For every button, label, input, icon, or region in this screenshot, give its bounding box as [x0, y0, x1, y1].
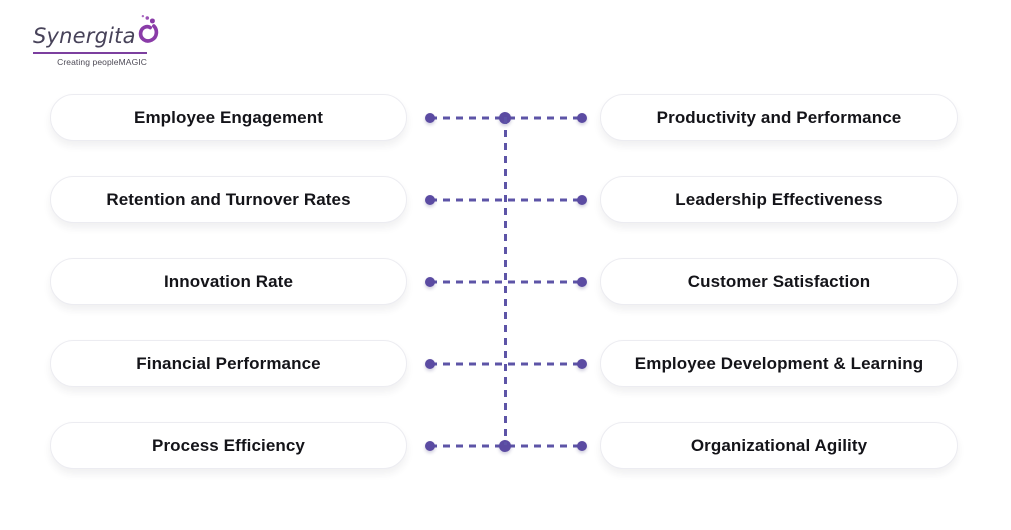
kpi-box-leadership-effectiveness: Leadership Effectiveness	[600, 176, 958, 223]
kpi-box-customer-satisfaction: Customer Satisfaction	[600, 258, 958, 305]
connector-dot-right	[577, 440, 587, 451]
kpi-box-employee-development: Employee Development & Learning	[600, 340, 958, 387]
swirl-icon	[137, 14, 159, 49]
connector-dot-left	[425, 358, 435, 369]
connector-row-5	[407, 422, 600, 469]
kpi-box-employee-engagement: Employee Engagement	[50, 94, 407, 141]
connector-dot-right	[577, 358, 587, 369]
logo-tagline: Creating peopleMAGIC	[57, 57, 147, 67]
kpi-rows: Employee Engagement Productivity and Per…	[50, 94, 958, 504]
kpi-box-innovation-rate: Innovation Rate	[50, 258, 407, 305]
kpi-row-2: Retention and Turnover Rates Leadership …	[50, 176, 958, 223]
connector-dot-left	[425, 112, 435, 123]
kpi-box-productivity-performance: Productivity and Performance	[600, 94, 958, 141]
connector-dot-left	[425, 276, 435, 287]
synergita-logo: Synergita Creating peopleMAGIC	[33, 14, 163, 67]
logo-underline	[33, 52, 147, 54]
logo-wordmark: Synergita	[33, 23, 136, 48]
connector-dot-left	[425, 194, 435, 205]
connector-dot-middle	[499, 439, 511, 452]
kpi-row-3: Innovation Rate Customer Satisfaction	[50, 258, 958, 305]
connector-dot-right	[577, 112, 587, 123]
connector-dot-right	[577, 276, 587, 287]
kpi-box-retention-turnover: Retention and Turnover Rates	[50, 176, 407, 223]
kpi-box-organizational-agility: Organizational Agility	[600, 422, 958, 469]
dashed-line-vertical	[504, 117, 507, 445]
connector-dot-right	[577, 194, 587, 205]
kpi-row-1: Employee Engagement Productivity and Per…	[50, 94, 958, 141]
kpi-box-financial-performance: Financial Performance	[50, 340, 407, 387]
connector-dot-left	[425, 440, 435, 451]
kpi-box-process-efficiency: Process Efficiency	[50, 422, 407, 469]
kpi-row-5: Process Efficiency Organizational Agilit…	[50, 422, 958, 469]
